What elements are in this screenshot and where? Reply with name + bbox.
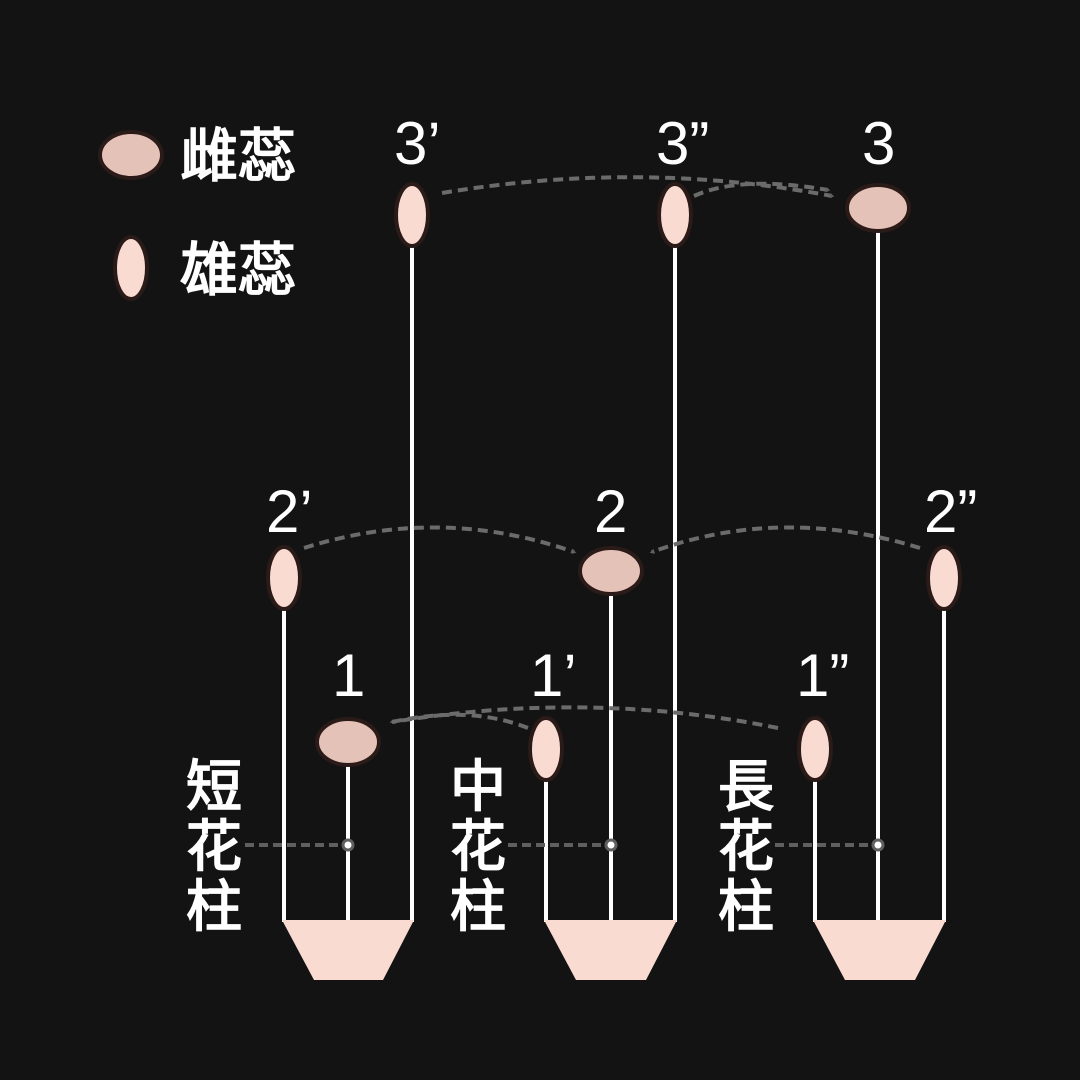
legend-pistil-icon	[98, 130, 164, 180]
stamen-3-prime	[394, 182, 430, 248]
stamens	[266, 182, 962, 782]
base-short-style	[282, 920, 414, 980]
label-2-prime: 2’	[266, 478, 313, 545]
flower-type-labels: 短 花 柱 中 花 柱 長 花 柱	[186, 755, 775, 940]
base-mid-style	[544, 920, 677, 980]
pistil-1	[315, 717, 381, 767]
svg-text:短: 短	[186, 755, 242, 820]
label-short-style: 短 花 柱	[186, 755, 242, 940]
label-long-style: 長 花 柱	[718, 755, 775, 940]
label-3-double-prime: 3”	[656, 110, 709, 177]
node-long	[871, 838, 885, 852]
arrow-3dprime-to-3	[693, 181, 831, 198]
pistil-3	[845, 183, 911, 233]
base-long-style	[813, 920, 946, 980]
stems	[282, 232, 946, 922]
svg-text:花: 花	[718, 815, 774, 880]
arrow-3prime-to-3	[441, 175, 835, 198]
style-markers	[245, 838, 885, 852]
pistil-2	[578, 546, 644, 596]
legend-stamen-icon	[113, 235, 149, 301]
arrow-1dprime-to-1	[391, 705, 779, 730]
label-2-double-prime: 2”	[924, 478, 977, 545]
node-mid	[604, 838, 618, 852]
stamen-1-prime	[528, 716, 564, 782]
stamen-2-double-prime	[926, 545, 962, 611]
svg-text:花: 花	[186, 815, 242, 880]
stamen-1-double-prime	[797, 716, 833, 782]
label-1-prime: 1’	[530, 642, 577, 709]
svg-text:長: 長	[718, 755, 775, 820]
arrow-2prime-to-2	[303, 525, 577, 554]
node-short	[341, 838, 355, 852]
organ-labels: 3’ 3” 3 2’ 2 2” 1 1’ 1”	[266, 110, 977, 709]
svg-text:柱: 柱	[718, 875, 774, 940]
svg-text:花: 花	[450, 815, 506, 880]
pistils	[315, 183, 911, 767]
svg-text:中: 中	[450, 755, 506, 820]
label-2: 2	[594, 478, 627, 545]
legend-pistil-label: 雌蕊	[180, 122, 296, 190]
arrow-2dprime-to-2	[649, 525, 921, 554]
label-3-prime: 3’	[394, 110, 441, 177]
pollination-arrows	[303, 175, 921, 730]
flower-bases	[282, 920, 946, 980]
stamen-2-prime	[266, 545, 302, 611]
label-3: 3	[862, 110, 895, 177]
stamen-3-double-prime	[657, 182, 693, 248]
label-mid-style: 中 花 柱	[450, 755, 506, 940]
legend-stamen-label: 雄蕊	[180, 236, 296, 304]
legend: 雌蕊 雄蕊	[98, 122, 296, 304]
svg-text:柱: 柱	[450, 875, 506, 940]
svg-text:柱: 柱	[186, 875, 242, 940]
label-1-double-prime: 1”	[796, 642, 849, 709]
label-1: 1	[332, 642, 365, 709]
